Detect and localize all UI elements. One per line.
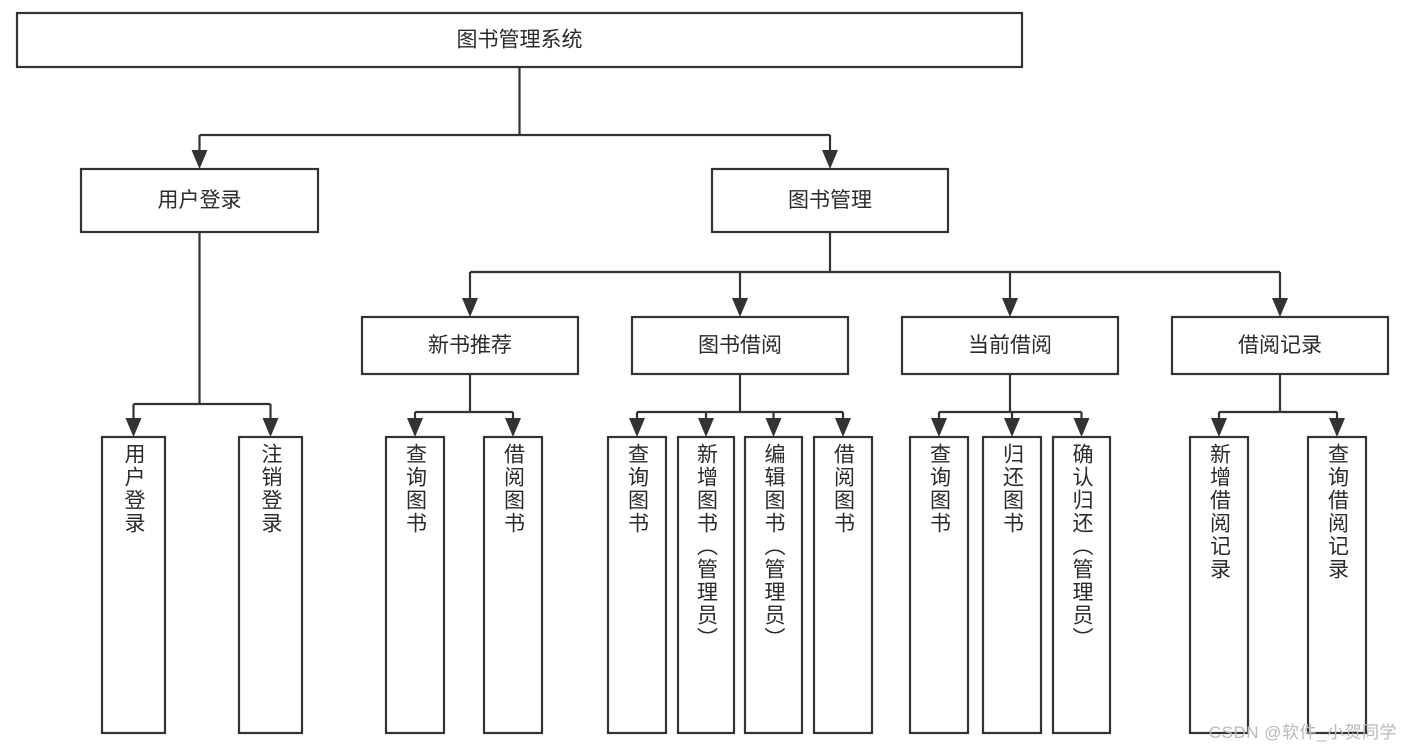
level3-node-label: 图书借阅 [698,334,782,357]
leaf-node-box [1306,435,1368,735]
arrow-head-icon [698,418,714,437]
arrow-head-icon [835,418,851,437]
leaf-node-box [1051,435,1112,735]
arrow-head-icon [732,298,748,317]
root-node-box [15,11,1024,69]
arrow-head-icon [1329,418,1345,437]
level2-node-label: 用户登录 [158,189,242,212]
level3-node-box [360,315,580,376]
level3-node-label: 借阅记录 [1238,334,1322,357]
connector-layer [125,67,1345,437]
leaf-node-box [384,435,446,735]
level3-node-label: 新书推荐 [428,334,512,357]
leaf-node-box [676,435,736,735]
leaf-node-box [743,435,804,735]
arrow-head-icon [1211,418,1227,437]
arrow-head-icon [1272,298,1288,317]
leaf-node-box [237,435,304,735]
arrow-head-icon [407,418,423,437]
level3-node-box [900,315,1120,376]
leaf-node-box [812,435,874,735]
level3-node-label: 当前借阅 [968,334,1052,357]
arrow-head-icon [125,418,142,437]
leaf-node-box [981,435,1043,735]
level3-node-box [1170,315,1390,376]
arrow-head-icon [1073,418,1090,437]
arrow-head-icon [765,418,782,437]
arrow-head-icon [1002,298,1018,317]
leaf-node-box [100,435,167,735]
root-node-label: 图书管理系统 [457,29,583,52]
leaf-node-box [908,435,970,735]
arrow-head-icon [822,150,838,169]
arrow-head-icon [629,418,645,437]
level2-node-label: 图书管理 [788,189,872,212]
arrow-head-icon [1004,418,1020,437]
leaf-node-box [482,435,544,735]
leaf-node-box [606,435,668,735]
arrow-head-icon [462,298,478,317]
csdn-watermark: CSDN @软件_小贺同学 [1208,723,1397,742]
level2-node-box [79,167,320,234]
level3-node-box [630,315,850,376]
leaf-node-box [1188,435,1250,735]
arrow-head-icon [505,418,521,437]
arrow-head-icon [191,150,208,169]
node-box-layer [15,11,1390,735]
level2-node-box [710,167,950,234]
arrow-head-icon [931,418,947,437]
arrow-head-icon [262,418,279,437]
